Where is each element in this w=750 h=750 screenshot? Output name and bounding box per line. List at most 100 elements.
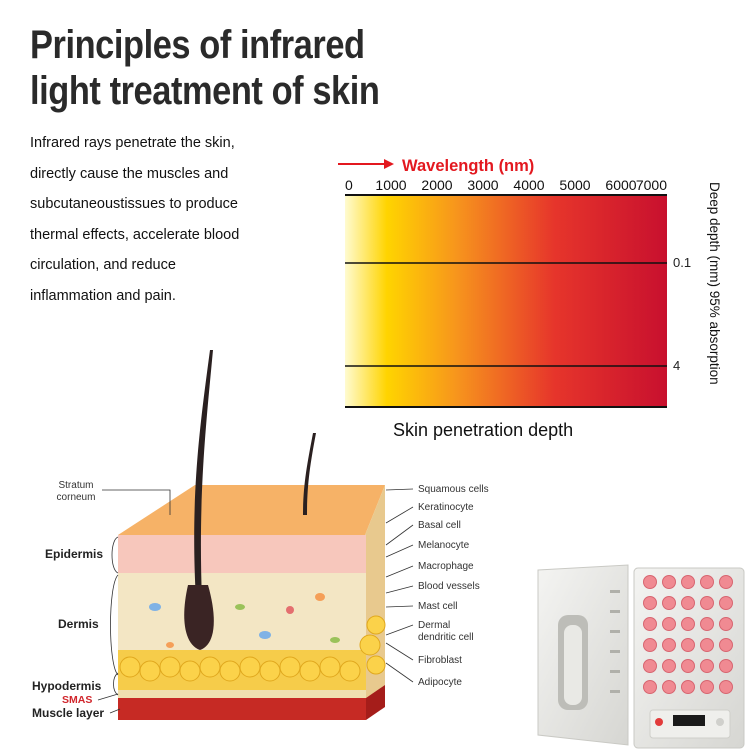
adipocyte-cluster	[119, 615, 386, 682]
led-icon	[681, 596, 695, 610]
led-icon	[681, 575, 695, 589]
led-icon	[643, 575, 657, 589]
led-icon	[643, 617, 657, 631]
led-icon	[700, 575, 714, 589]
intro-line: subcutaneoustissues to produce	[30, 196, 238, 212]
page-title: Principles of infrared light treatment o…	[30, 22, 391, 114]
x-tick-label: 1000	[375, 177, 406, 193]
device-back-view	[537, 564, 629, 746]
right-label-leader	[385, 642, 414, 661]
epidermis-bracket	[111, 536, 119, 574]
right-label-leader	[385, 585, 414, 594]
x-tick-label: 0	[345, 177, 353, 193]
label-epidermis: Epidermis	[45, 547, 103, 561]
right-label: Blood vessels	[418, 581, 480, 592]
power-button-icon	[655, 718, 663, 726]
right-label: Melanocyte	[418, 540, 470, 551]
depth-marker-label-0: 0.1	[673, 255, 691, 270]
led-icon	[681, 638, 695, 652]
intro-paragraph: Infrared rays penetrate the skin, direct…	[30, 128, 300, 311]
x-tick-label: 3000	[467, 177, 498, 193]
smas-layer	[118, 690, 366, 698]
led-icon	[719, 680, 733, 694]
x-tick-label: 5000	[559, 177, 590, 193]
intro-line: directly cause the muscles and	[30, 165, 229, 182]
x-tick-label: 6000	[605, 177, 636, 193]
led-icon	[681, 680, 695, 694]
hypodermis-bracket	[113, 672, 119, 696]
dermis-layer	[118, 573, 366, 663]
skin-right-face	[365, 485, 385, 713]
led-icon	[643, 680, 657, 694]
chart-title: Wavelength (nm)	[402, 157, 534, 175]
mode-button-icon	[716, 718, 724, 726]
right-label-leader	[385, 506, 414, 524]
led-icon	[643, 596, 657, 610]
right-label: Basal cell	[418, 520, 461, 531]
right-label-leader	[385, 662, 414, 683]
intro-line: thermal effects, accelerate blood	[30, 226, 240, 243]
muscle-right-face	[366, 685, 385, 720]
right-label: dendritic cell	[418, 632, 474, 643]
led-icon	[719, 617, 733, 631]
led-icon	[662, 680, 676, 694]
title-line-1: Principles of infrared	[30, 23, 365, 67]
device-illustration	[537, 564, 745, 749]
stratum-corneum-leader	[102, 489, 171, 515]
right-label-leader	[385, 488, 414, 491]
x-tick-label: 2000	[421, 177, 452, 193]
muscle-layer	[118, 698, 366, 720]
led-icon	[719, 596, 733, 610]
led-icon	[719, 575, 733, 589]
x-tick-label: 7000	[636, 177, 667, 193]
right-label: Squamous cells	[418, 484, 489, 495]
led-icon	[700, 596, 714, 610]
led-icon	[643, 659, 657, 673]
smas-leader	[97, 693, 119, 701]
label-muscle-layer: Muscle layer	[32, 706, 104, 720]
led-icon	[662, 575, 676, 589]
label-stratum-corneum-line2: corneum	[57, 492, 96, 503]
intro-line: inflammation and pain.	[30, 287, 176, 304]
hair-strand-small	[303, 433, 316, 515]
right-label: Macrophage	[418, 561, 474, 572]
label-stratum-corneum-line1: Stratum	[58, 480, 93, 491]
right-label-leader	[385, 565, 414, 578]
label-smas: SMAS	[62, 694, 92, 706]
device-display	[673, 715, 705, 726]
spectrum-gradient-bar	[345, 195, 667, 407]
right-label: Keratinocyte	[418, 502, 474, 513]
right-label-leader	[385, 605, 414, 608]
led-icon	[662, 617, 676, 631]
skin-top-surface	[118, 485, 385, 535]
led-icon	[700, 680, 714, 694]
label-hypodermis: Hypodermis	[32, 679, 102, 693]
led-grid	[643, 575, 733, 694]
led-icon	[662, 659, 676, 673]
label-dermis: Dermis	[58, 617, 99, 631]
x-tick-label: 4000	[513, 177, 544, 193]
led-icon	[719, 638, 733, 652]
right-label: Fibroblast	[418, 655, 462, 666]
led-icon	[662, 638, 676, 652]
title-line-2: light treatment of skin	[30, 69, 380, 113]
led-icon	[662, 596, 676, 610]
led-icon	[681, 659, 695, 673]
device-front-view	[633, 567, 745, 749]
depth-marker-label-1: 4	[673, 358, 680, 373]
led-icon	[700, 659, 714, 673]
muscle-leader	[109, 708, 121, 714]
intro-line: Infrared rays penetrate the skin,	[30, 135, 235, 151]
intro-line: circulation, and reduce	[30, 257, 176, 273]
right-label-leader	[385, 544, 414, 558]
epidermis-layer	[118, 535, 366, 573]
right-label-leader	[385, 524, 414, 546]
right-label: Mast cell	[418, 601, 457, 612]
led-icon	[681, 617, 695, 631]
skin-cross-section-diagram: Stratum corneum Epidermis Dermis Hypoder…	[32, 350, 489, 720]
led-icon	[700, 638, 714, 652]
hair-strand-main	[194, 350, 213, 600]
led-icon	[700, 617, 714, 631]
